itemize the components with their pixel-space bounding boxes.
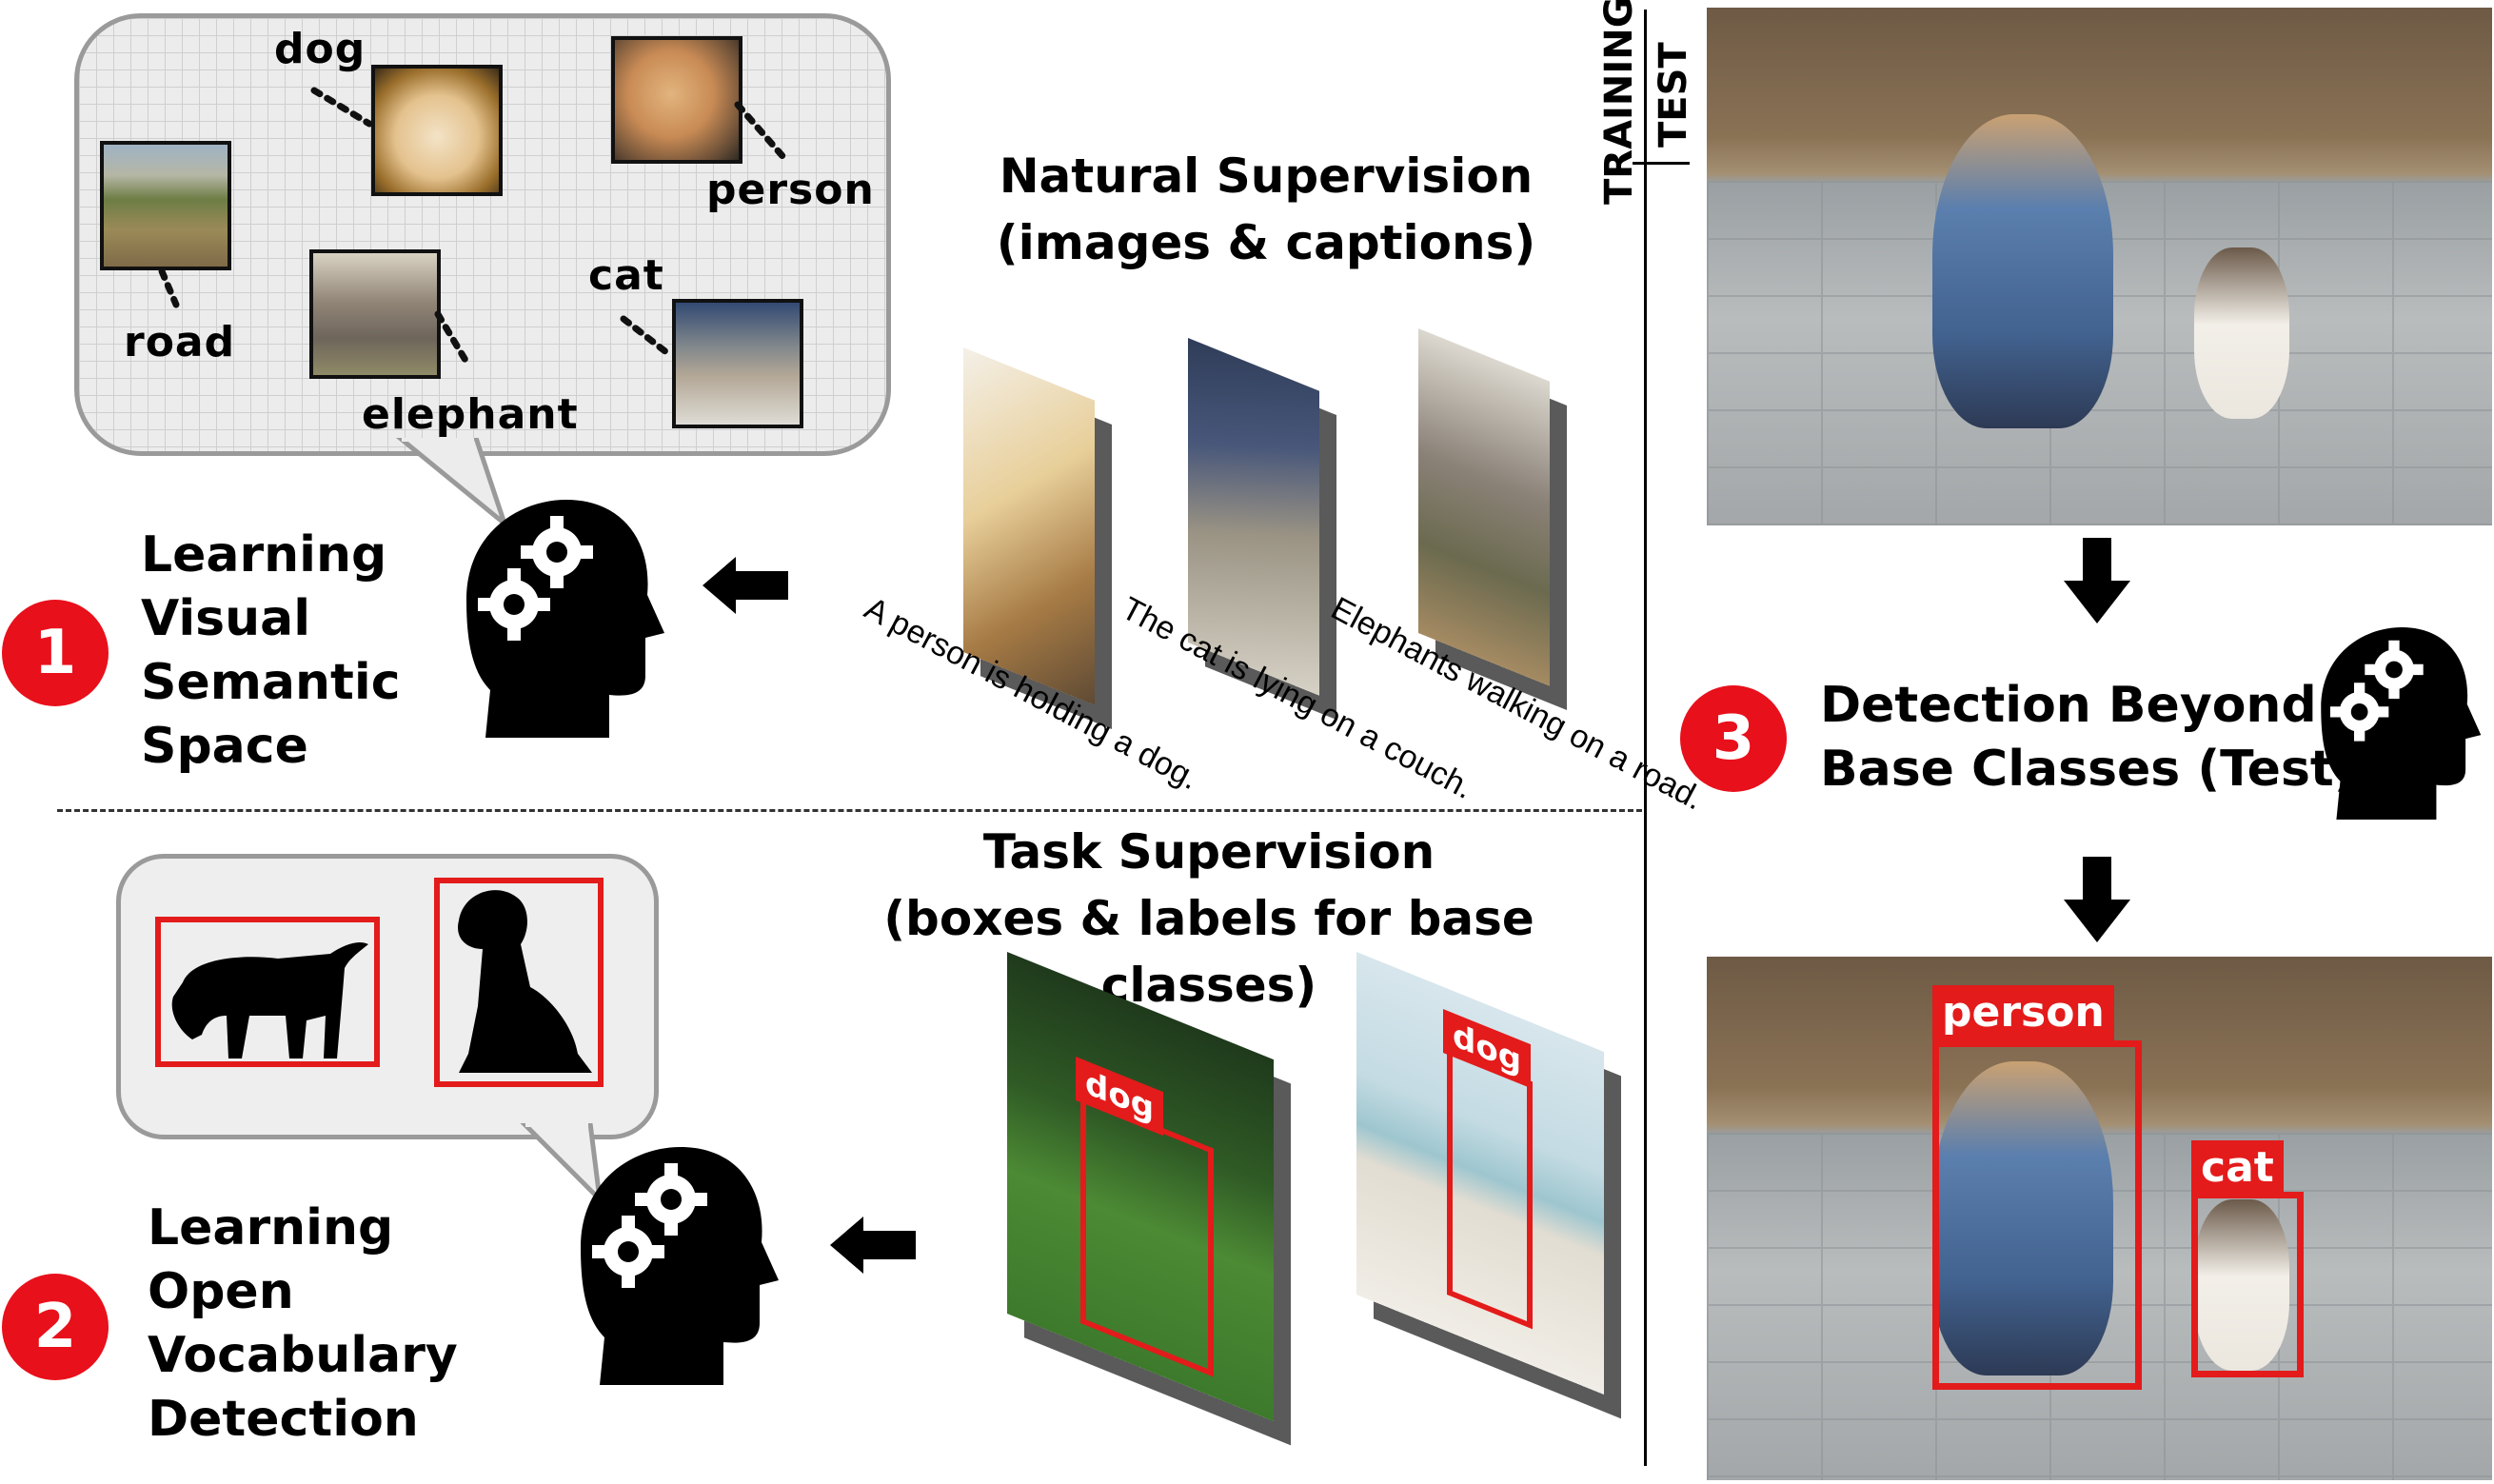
detection-label-cat: cat — [2191, 1140, 2284, 1196]
step-2-line: Detection — [148, 1391, 419, 1448]
girl-figure — [1932, 114, 2113, 428]
detection-box-cat — [2191, 1192, 2304, 1377]
task-supervision-title: Task Supervision (boxes & labels for bas… — [781, 819, 1637, 1019]
bubble-tail — [520, 1123, 604, 1206]
arrow-down-icon — [2064, 538, 2130, 623]
step-3-text: Detection Beyond Base Classes (Test) — [1820, 674, 2357, 801]
arrow-left-icon — [830, 1217, 916, 1274]
step-1-line: Visual — [141, 590, 311, 647]
step-1-line: Semantic — [141, 654, 401, 711]
dog-silhouette-icon — [171, 942, 368, 1059]
cat-figure — [2194, 247, 2289, 419]
silhouette-box-2 — [434, 878, 604, 1087]
label-connectors — [158, 87, 787, 366]
dog-thumbnail — [371, 65, 503, 196]
detection-label-person: person — [1932, 985, 2114, 1040]
brain-gears-icon — [2321, 627, 2482, 820]
girl-figure — [1932, 1061, 2113, 1375]
label-cat: cat — [588, 251, 664, 300]
step-1-badge: 1 — [2, 600, 109, 706]
section-divider — [57, 809, 1642, 812]
arrow-left-icon — [703, 557, 788, 614]
step-2-text: Learning Open Vocabulary Detection — [148, 1197, 458, 1452]
training-label: TRAINING — [1597, 0, 1641, 205]
cat-figure — [2194, 1199, 2289, 1371]
silhouette-box-1 — [155, 917, 380, 1067]
step-2-badge: 2 — [2, 1274, 109, 1380]
task-box-2 — [1447, 1047, 1533, 1330]
step-3-line: Detection Beyond — [1820, 677, 2317, 734]
road-thumbnail — [100, 141, 231, 270]
image-card-elephants-road — [1418, 328, 1550, 686]
natural-title-line: (images & captions) — [996, 215, 1536, 270]
step-3-badge: 3 — [1680, 685, 1787, 792]
label-elephant: elephant — [362, 390, 579, 439]
bubble-tail — [396, 438, 510, 531]
brain-gears-icon — [581, 1147, 779, 1385]
label-road: road — [124, 318, 236, 366]
step-2-line: Learning — [148, 1199, 394, 1256]
step-1-line: Learning — [141, 526, 387, 584]
cat-thumbnail — [672, 299, 803, 428]
brain-gears-icon — [466, 500, 664, 738]
step-1-line: Space — [141, 718, 308, 775]
detection-box-person — [1932, 1040, 2142, 1390]
vertical-divider — [1644, 10, 1647, 1466]
label-person: person — [706, 166, 875, 214]
natural-supervision-title: Natural Supervision (images & captions) — [980, 143, 1552, 276]
step-2-line: Vocabulary — [148, 1327, 458, 1384]
step-2-line: Open — [148, 1263, 294, 1320]
step-3-line: Base Classes (Test) — [1820, 741, 2357, 798]
test-label: TEST — [1652, 42, 1695, 148]
task-title-line: Task Supervision — [982, 824, 1435, 880]
arrow-down-icon — [2064, 857, 2130, 942]
detection-bubble — [116, 854, 659, 1139]
training-test-divider — [1633, 162, 1690, 165]
sitting-dog-silhouette-icon — [458, 890, 592, 1073]
natural-title-line: Natural Supervision — [999, 148, 1534, 204]
step-1-text: Learning Visual Semantic Space — [141, 524, 401, 779]
label-dog: dog — [274, 25, 366, 73]
person-thumbnail — [611, 36, 742, 164]
task-title-line: (boxes & labels for base classes) — [883, 891, 1534, 1013]
